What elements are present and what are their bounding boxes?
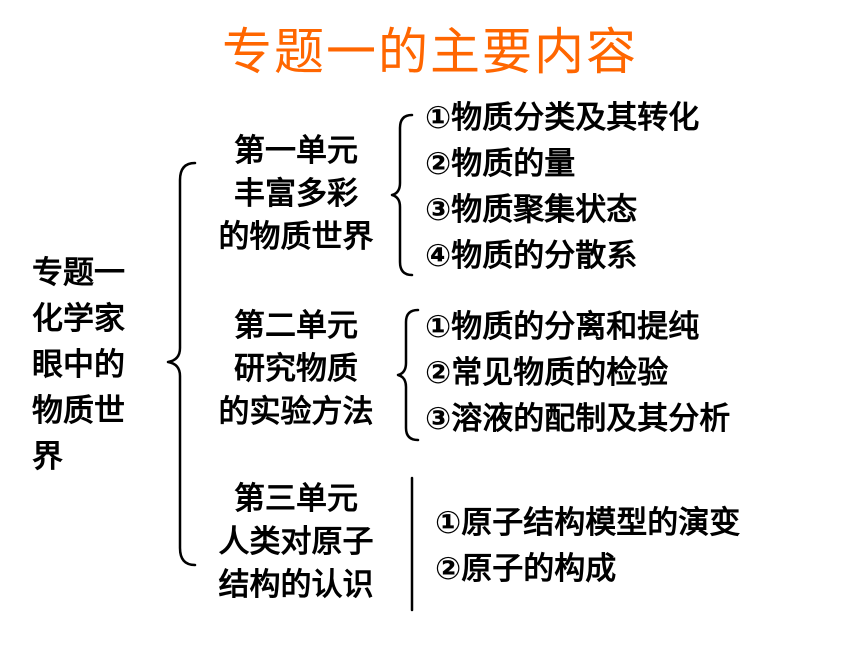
topic-label: 专题一化学家眼中的物质世界 — [32, 255, 125, 475]
list-item: ①原子结构模型的演变 — [435, 505, 741, 541]
list-item: ③溶液的配制及其分析 — [425, 401, 731, 437]
unit-3-items: ①原子结构模型的演变 ②原子的构成 — [435, 500, 740, 592]
unit-2-line: 研究物质 — [234, 351, 358, 387]
unit-3-line: 人类对原子 — [218, 524, 374, 560]
page-title: 专题一的主要内容 — [222, 23, 638, 81]
unit-1-line: 丰富多彩 — [234, 176, 358, 212]
unit-3-line: 第三单元 — [234, 481, 358, 517]
unit-2-line: 第二单元 — [234, 308, 358, 344]
unit-1-line: 的物质世界 — [218, 219, 374, 255]
unit-3-line: 结构的认识 — [218, 567, 374, 603]
list-item: ②常见物质的检验 — [425, 355, 669, 391]
unit2-brace — [396, 308, 420, 442]
list-item: ①物质分类及其转化 — [425, 100, 700, 136]
unit-1-label: 第一单元 丰富多彩 的物质世界 — [196, 130, 396, 259]
main-brace — [166, 161, 197, 567]
list-item: ④物质的分散系 — [425, 238, 638, 274]
list-item: ②原子的构成 — [435, 551, 617, 587]
list-item: ②物质的量 — [425, 146, 576, 182]
list-item: ③物质聚集状态 — [425, 192, 638, 228]
unit-1-line: 第一单元 — [234, 133, 358, 169]
list-item: ①物质的分离和提纯 — [425, 309, 700, 345]
unit-2-line: 的实验方法 — [218, 394, 374, 430]
unit1-brace — [390, 113, 414, 277]
unit-3-label: 第三单元 人类对原子 结构的认识 — [196, 478, 396, 607]
unit-2-label: 第二单元 研究物质 的实验方法 — [196, 305, 396, 434]
unit-2-items: ①物质的分离和提纯 ②常见物质的检验 ③溶液的配制及其分析 — [425, 304, 730, 442]
unit-1-items: ①物质分类及其转化 ②物质的量 ③物质聚集状态 ④物质的分散系 — [425, 95, 699, 279]
